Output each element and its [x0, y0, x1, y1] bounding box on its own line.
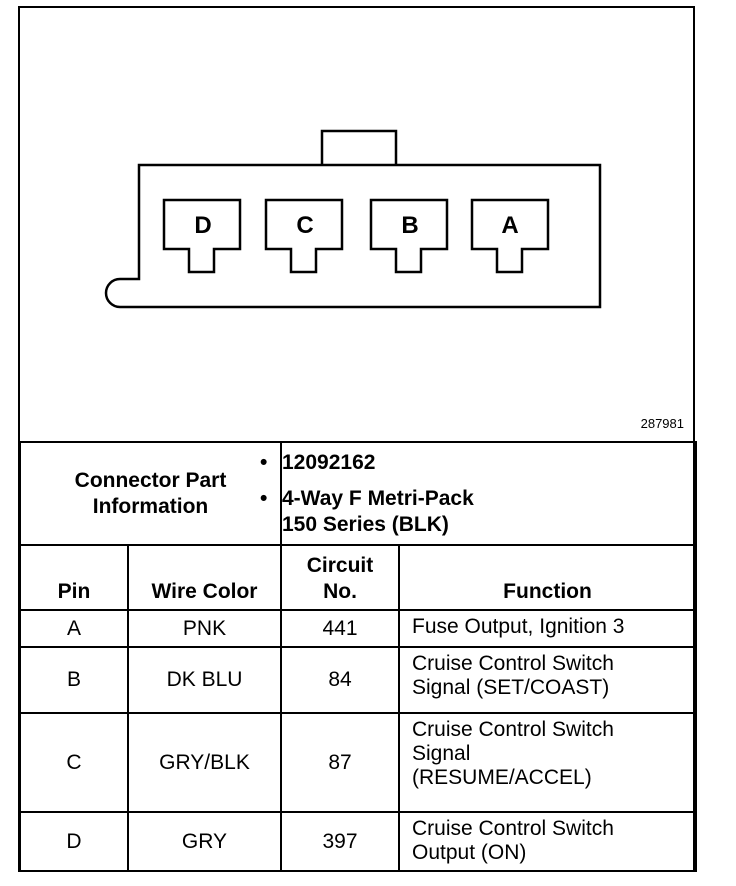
table-row: B DK BLU 84 Cruise Control Switch Signal… [19, 646, 697, 714]
row-wire-color: GRY/BLK [127, 712, 282, 813]
pin-label-B: B [401, 212, 418, 239]
row-circuit: 397 [280, 811, 400, 872]
col-header-circuit-line1: Circuit [306, 554, 374, 577]
part-description-line1: 4-Way F Metri-Pack [260, 486, 695, 512]
col-header-circuit: Circuit No. [280, 544, 400, 611]
part-info-label: Connector Part Information [19, 441, 282, 546]
pin-label-D: D [194, 212, 211, 239]
pin-cavity-D [162, 198, 242, 274]
table-row: C GRY/BLK 87 Cruise Control Switch Signa… [19, 712, 697, 813]
row-function: Fuse Output, Ignition 3 [398, 609, 697, 648]
connector-body [104, 163, 602, 309]
row-pin: B [19, 646, 129, 714]
pin-cavity-C [264, 198, 344, 274]
col-header-wire-color: Wire Color [127, 544, 282, 611]
part-number: 12092162 [260, 450, 695, 476]
row-circuit: 441 [280, 609, 400, 648]
pinout-table: Pin Wire Color Circuit No. Function A PN… [19, 544, 697, 872]
row-circuit: 87 [280, 712, 400, 813]
row-function: Cruise Control Switch Signal (SET/COAST) [398, 646, 697, 714]
pin-label-C: C [296, 212, 313, 239]
part-info-label-line2: Information [92, 494, 209, 518]
row-pin: A [19, 609, 129, 648]
row-function: Cruise Control Switch Signal (RESUME/ACC… [398, 712, 697, 813]
pin-cavity-B [369, 198, 449, 274]
col-header-pin: Pin [19, 544, 129, 611]
row-wire-color: PNK [127, 609, 282, 648]
row-pin: C [19, 712, 129, 813]
table-row: D GRY 397 Cruise Control Switch Output (… [19, 811, 697, 872]
row-pin: D [19, 811, 129, 872]
part-info-label-line1: Connector Part [74, 468, 227, 492]
row-wire-color: DK BLU [127, 646, 282, 714]
diagram-id: 287981 [640, 416, 684, 431]
col-header-function: Function [398, 544, 697, 611]
table-row: A PNK 441 Fuse Output, Ignition 3 [19, 609, 697, 648]
diagram-frame [18, 6, 695, 872]
pin-label-A: A [501, 212, 518, 239]
row-circuit: 84 [280, 646, 400, 714]
row-function: Cruise Control Switch Output (ON) [398, 811, 697, 872]
connector-latch-tab [320, 129, 398, 165]
connector-part-info-table: Connector Part Information 12092162 4-Wa… [19, 441, 697, 546]
pin-cavity-A [470, 198, 550, 274]
col-header-circuit-line2: No. [323, 580, 357, 603]
row-wire-color: GRY [127, 811, 282, 872]
part-info-details: 12092162 4-Way F Metri-Pack 150 Series (… [260, 441, 697, 546]
part-description-line2: 150 Series (BLK) [282, 512, 449, 536]
connector-face-drawing: D C B A [104, 129, 602, 309]
